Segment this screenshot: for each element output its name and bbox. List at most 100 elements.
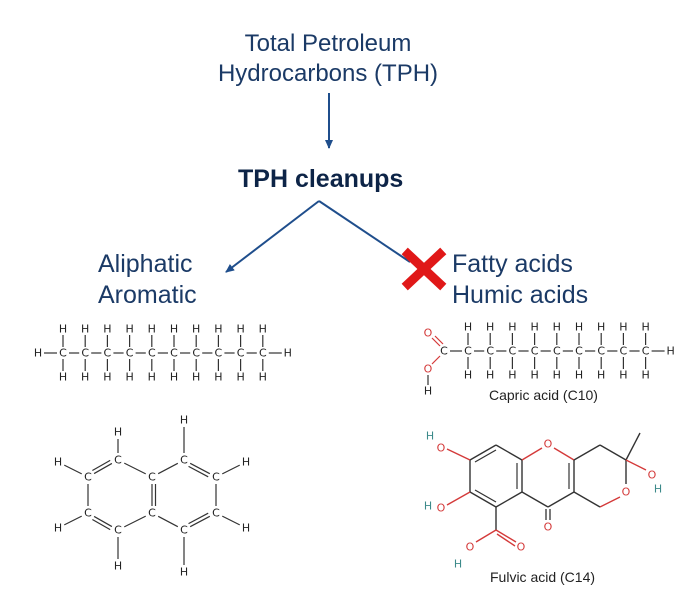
hydrogen-atom: H — [125, 371, 133, 384]
hydrogen-atom: H — [553, 369, 561, 382]
carbon-atom: C — [575, 345, 583, 358]
hydrogen-atom: H — [641, 321, 649, 334]
carbon-atom: C — [642, 345, 650, 358]
aromatic-label: Aromatic — [98, 281, 197, 309]
bond-line — [434, 335, 444, 345]
hydrogen-atom: H — [654, 483, 662, 496]
hydrogen-atom: H — [424, 385, 432, 398]
fatty-acids-label: Fatty acids — [452, 250, 573, 278]
carbon-atom: C — [486, 345, 494, 358]
hydrogen-atom: H — [619, 369, 627, 382]
oxygen-atom: O — [648, 469, 657, 482]
hydrogen-atom: H — [170, 323, 178, 336]
oxygen-atom: O — [544, 521, 553, 534]
carbon-atom: C — [81, 347, 89, 360]
bond-line — [123, 462, 147, 475]
hydrogen-atom: H — [486, 321, 494, 334]
removed-compounds-label: Fatty acids Humic acids — [452, 249, 588, 311]
bond-line — [63, 464, 83, 475]
oxygen-atom: O — [437, 502, 446, 515]
hydrogen-atom: H — [553, 321, 561, 334]
bond-line — [495, 444, 523, 461]
bond-line — [553, 447, 575, 461]
carbon-atom: C — [84, 471, 92, 484]
capric-acid-caption: Capric acid (C10) — [489, 387, 598, 403]
red-x-icon — [401, 247, 447, 291]
bond-line — [221, 515, 241, 526]
bond-line — [92, 459, 111, 472]
carbon-atom: C — [259, 347, 267, 360]
hydrogen-atom: H — [59, 371, 67, 384]
hydrogen-atom: H — [486, 369, 494, 382]
hydrogen-atom: H — [424, 500, 432, 513]
carbon-atom: C — [114, 524, 122, 537]
hydrogen-atom: H — [192, 323, 200, 336]
bond-line — [599, 496, 621, 508]
bond-line — [469, 444, 497, 461]
hydrogen-atom: H — [34, 347, 42, 360]
hydrogen-atom: H — [575, 369, 583, 382]
bond-line — [495, 491, 523, 508]
bond-line — [469, 491, 497, 508]
bond-line — [446, 448, 471, 461]
hydrogen-atom: H — [597, 369, 605, 382]
hydrogen-atom: H — [148, 371, 156, 384]
bond-line — [93, 462, 113, 475]
hydrogen-atom: H — [454, 558, 462, 571]
carbon-atom: C — [148, 507, 156, 520]
hydrogen-atom: H — [508, 369, 516, 382]
hydrogen-atom: H — [180, 566, 188, 579]
bond-line — [495, 529, 517, 543]
oxygen-atom: O — [622, 486, 631, 499]
carbon-atom: C — [148, 347, 156, 360]
tph-title-line2: Hydrocarbons (TPH) — [217, 60, 439, 87]
carbon-atom: C — [620, 345, 628, 358]
tph-cleanups-label: TPH cleanups — [238, 165, 404, 193]
hydrogen-atom: H — [464, 369, 472, 382]
hydrogen-atom: H — [192, 371, 200, 384]
hydrogen-atom: H — [242, 522, 250, 535]
bond-line — [189, 462, 211, 475]
humic-acids-label: Humic acids — [452, 281, 589, 309]
bond-line — [625, 459, 647, 471]
bond-line — [625, 432, 641, 461]
hydrogen-atom: H — [575, 321, 583, 334]
oxygen-atom: O — [424, 363, 433, 376]
bond-line — [573, 444, 601, 461]
hydrogen-atom: H — [236, 371, 244, 384]
hydrogen-atom: H — [103, 323, 111, 336]
hydrogen-atom: H — [170, 371, 178, 384]
carbon-atom: C — [84, 507, 92, 520]
bond-line — [573, 491, 601, 508]
oxygen-atom: O — [466, 541, 475, 554]
hydrogen-atom: H — [530, 321, 538, 334]
oxygen-atom: O — [544, 438, 553, 451]
carbon-atom: C — [212, 471, 220, 484]
bond-line — [221, 464, 241, 475]
bond-line — [188, 465, 209, 478]
bond-line — [446, 491, 471, 506]
carbon-atom: C — [509, 345, 517, 358]
bond-line — [189, 515, 211, 528]
bond-line — [474, 489, 497, 503]
carbon-atom: C — [114, 454, 122, 467]
hydrogen-atom: H — [54, 522, 62, 535]
carbon-atom: C — [180, 454, 188, 467]
hydrogen-atom: H — [125, 323, 133, 336]
oxygen-atom: O — [517, 541, 526, 554]
bond-line — [475, 529, 497, 543]
bond-line — [521, 447, 543, 461]
hydrogen-atom: H — [619, 321, 627, 334]
carbon-atom: C — [215, 347, 223, 360]
carbon-atom: C — [440, 345, 448, 358]
hydrogen-atom: H — [81, 323, 89, 336]
arrow-to-kept — [225, 200, 320, 273]
bond-line — [521, 491, 549, 508]
hydrogen-atom: H — [114, 426, 122, 439]
